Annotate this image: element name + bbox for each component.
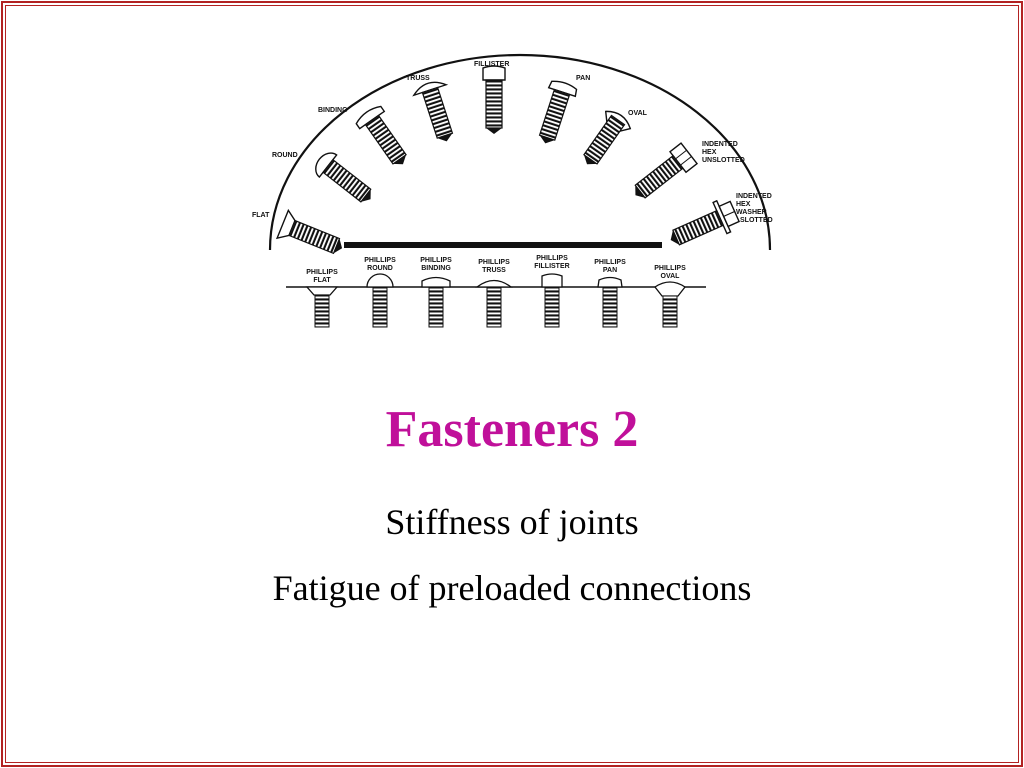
label-phillips-flat: PHILLIPS FLAT bbox=[306, 269, 338, 284]
svg-text:INDENTED: INDENTED bbox=[736, 193, 772, 200]
svg-text:HEX: HEX bbox=[702, 149, 717, 156]
svg-text:WASHER: WASHER bbox=[736, 209, 767, 216]
phillips-pan-screw bbox=[597, 276, 623, 328]
fillister-screw bbox=[482, 65, 506, 135]
phillips-binding-screw bbox=[421, 276, 451, 328]
arc-outline bbox=[268, 53, 772, 251]
phillips-round-screw bbox=[366, 273, 394, 328]
svg-text:TRUSS: TRUSS bbox=[482, 267, 506, 274]
label-phillips-binding: PHILLIPS BINDING bbox=[420, 257, 452, 272]
svg-text:FLAT: FLAT bbox=[313, 277, 331, 284]
phillips-truss-screw bbox=[475, 279, 513, 328]
svg-text:PAN: PAN bbox=[603, 267, 617, 274]
indented-hex-washer-slotted-screw bbox=[666, 199, 741, 248]
slide-frame-inner bbox=[5, 5, 1019, 763]
label-indented-hex-washer-slotted: INDENTED HEX WASHER SLOTTED bbox=[736, 193, 773, 224]
label-oval: OVAL bbox=[628, 110, 648, 117]
label-pan: PAN bbox=[576, 75, 590, 82]
svg-text:PHILLIPS: PHILLIPS bbox=[306, 269, 338, 276]
screw-heads-diagram: FLAT ROUND BINDING TRUSS FILLISTER PAN O… bbox=[252, 53, 773, 328]
pan-screw bbox=[537, 80, 578, 147]
svg-text:HEX: HEX bbox=[736, 201, 751, 208]
svg-text:ROUND: ROUND bbox=[367, 265, 393, 272]
truss-screw bbox=[412, 81, 455, 145]
svg-text:UNSLOTTED: UNSLOTTED bbox=[702, 157, 745, 164]
phillips-fillister-screw bbox=[541, 273, 563, 328]
label-phillips-fillister: PHILLIPS FILLISTER bbox=[534, 255, 569, 270]
label-phillips-truss: PHILLIPS TRUSS bbox=[478, 259, 510, 274]
phillips-oval-screw bbox=[654, 281, 686, 328]
svg-text:INDENTED: INDENTED bbox=[702, 141, 738, 148]
svg-text:PHILLIPS: PHILLIPS bbox=[536, 255, 568, 262]
phillips-flat-screw bbox=[305, 286, 339, 328]
binding-screw bbox=[355, 105, 411, 170]
svg-text:PHILLIPS: PHILLIPS bbox=[364, 257, 396, 264]
svg-text:SLOTTED: SLOTTED bbox=[740, 217, 773, 224]
label-round: ROUND bbox=[272, 152, 298, 159]
label-phillips-pan: PHILLIPS PAN bbox=[594, 259, 626, 274]
label-binding: BINDING bbox=[318, 107, 348, 114]
label-truss: TRUSS bbox=[406, 75, 430, 82]
slide-title: Fasteners 2 bbox=[385, 401, 639, 458]
svg-text:OVAL: OVAL bbox=[661, 273, 681, 280]
label-phillips-round: PHILLIPS ROUND bbox=[364, 257, 396, 272]
oval-screw bbox=[579, 110, 632, 170]
label-fillister: FILLISTER bbox=[474, 61, 509, 68]
svg-text:PHILLIPS: PHILLIPS bbox=[654, 265, 686, 272]
svg-text:PHILLIPS: PHILLIPS bbox=[478, 259, 510, 266]
subtitle-stiffness: Stiffness of joints bbox=[385, 502, 639, 542]
label-phillips-oval: PHILLIPS OVAL bbox=[654, 265, 686, 280]
divider-bar bbox=[344, 242, 662, 248]
round-screw bbox=[315, 152, 377, 207]
svg-text:PHILLIPS: PHILLIPS bbox=[420, 257, 452, 264]
svg-text:FILLISTER: FILLISTER bbox=[534, 263, 569, 270]
label-indented-hex-unslotted: INDENTED HEX UNSLOTTED bbox=[702, 141, 745, 164]
subtitle-fatigue: Fatigue of preloaded connections bbox=[272, 568, 752, 608]
svg-text:BINDING: BINDING bbox=[421, 265, 451, 272]
flat-screw bbox=[275, 208, 346, 257]
label-flat: FLAT bbox=[252, 212, 270, 219]
screw-head-types-figure: FLAT ROUND BINDING TRUSS FILLISTER PAN O… bbox=[240, 50, 800, 340]
indented-hex-unslotted-screw bbox=[629, 142, 699, 203]
svg-text:PHILLIPS: PHILLIPS bbox=[594, 259, 626, 266]
